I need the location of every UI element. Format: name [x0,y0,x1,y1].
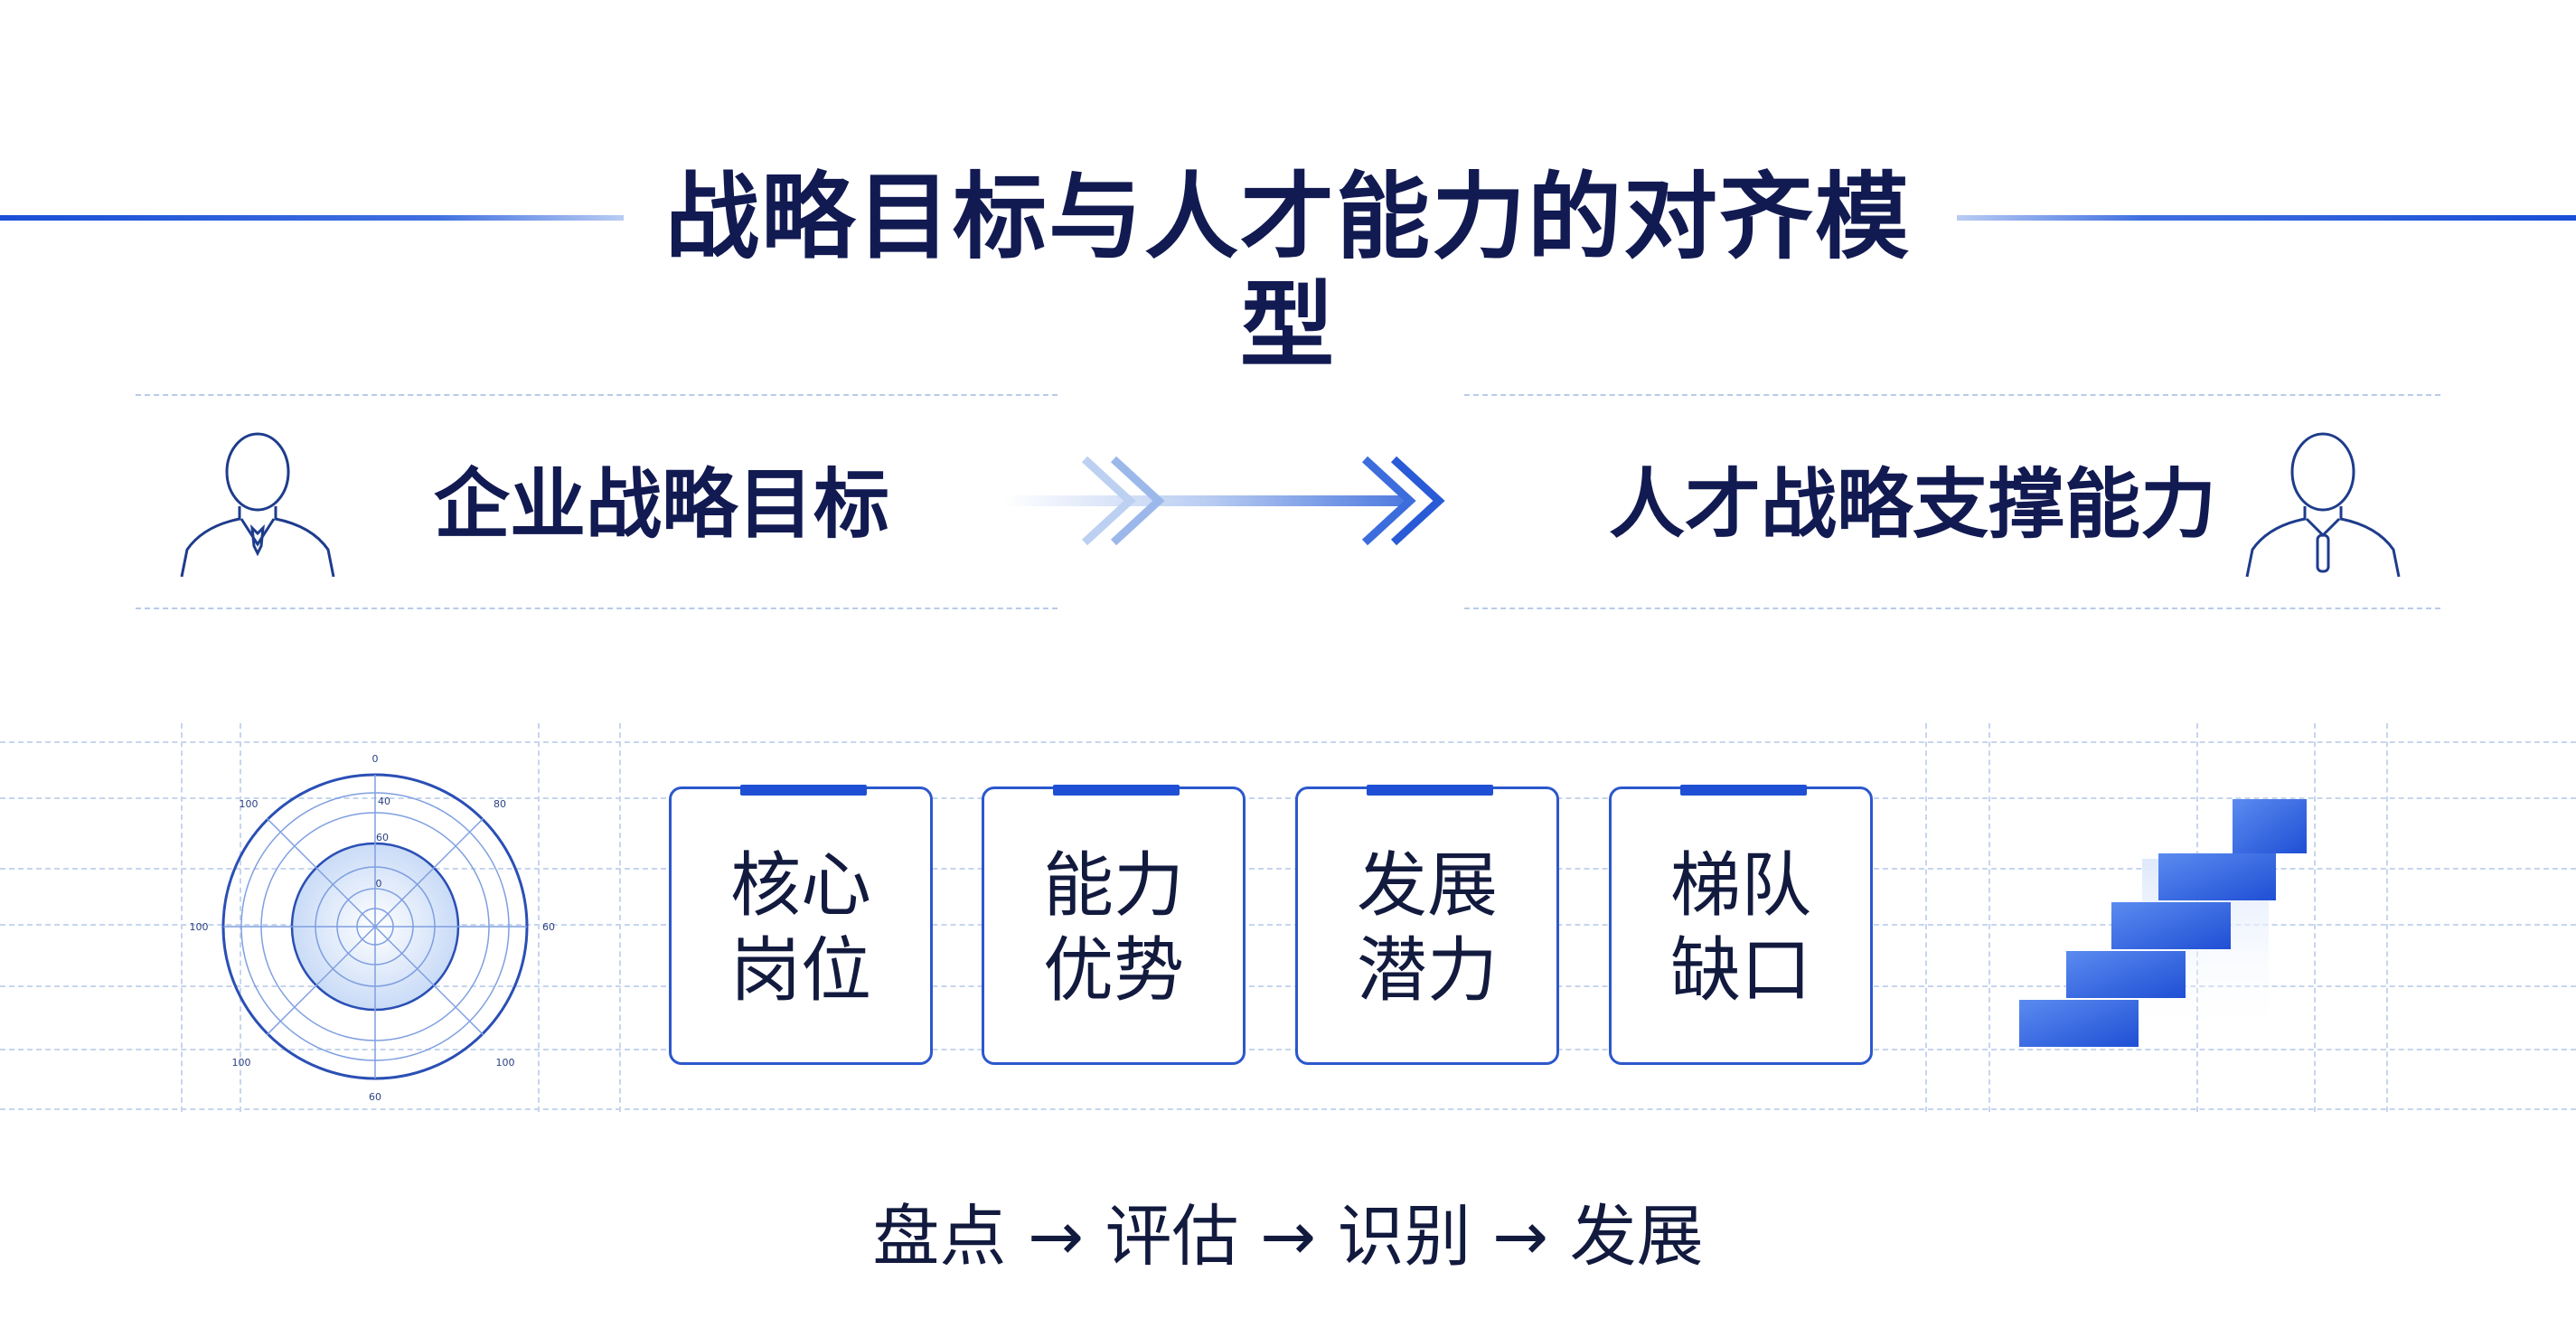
card-accent-bar [1367,785,1493,796]
card-line1: 能力 [1042,845,1184,927]
radar-tick-label: 0 [376,878,382,890]
process-flow: 盘点 → 评估 → 识别 → 发展 [872,1198,1704,1276]
radar-tick-label: 80 [494,798,506,810]
card-line2: 优势 [1042,930,1184,1012]
radar-tick-label: 60 [542,921,555,933]
title-rule-right [1957,215,2576,221]
grid-line [0,1049,2576,1050]
card-line1: 核心 [729,845,871,927]
header-guide-right-top [1464,394,2440,396]
grid-line [1988,723,1990,1112]
card-development-potential: 发展 潜力 [1295,785,1559,1065]
card-line2: 岗位 [729,930,871,1012]
double-chevron-arrow-icon [1003,456,1445,546]
radar-tick-label: 60 [376,832,389,843]
grid-line [0,741,2576,743]
grid-line [2314,723,2316,1112]
grid-line [0,924,2576,926]
radar-tick-label: 100 [232,1057,251,1069]
card-line2: 潜力 [1356,930,1498,1012]
card-core-positions: 核心 岗位 [669,785,933,1065]
grid-line [619,723,621,1112]
staircase-icon [2019,799,2307,1047]
page-title: 战略目标与人才能力的对齐模型 [664,162,1911,381]
card-line1: 梯队 [1669,845,1811,927]
grid-line [181,723,183,1112]
grid-line [1925,723,1927,1112]
card-accent-bar [1680,785,1807,796]
header-guide-left-top [136,394,1058,396]
card-pipeline-gap: 梯队 缺口 [1609,785,1873,1065]
header-guide-right-bottom [1464,607,2440,609]
radar-tick-label: 40 [378,796,390,807]
radar-tick-label: 100 [240,798,259,810]
left-header-label: 企业战略目标 [434,460,890,549]
grid-line [0,797,2576,799]
grid-line [0,1108,2576,1110]
radar-tick-label: 0 [372,753,379,765]
radar-target-icon: 0 40 60 100 80 100 60 0 100 100 60 [190,753,556,1103]
header-guide-left-bottom [136,607,1058,609]
radar-tick-label: 100 [496,1057,515,1069]
card-line1: 发展 [1356,845,1498,927]
person-presenter-icon [2245,432,2401,578]
card-line2: 缺口 [1669,930,1811,1012]
right-header-label: 人才战略支撑能力 [1609,460,2217,549]
grid-line [2386,723,2388,1112]
grid-line [0,985,2576,987]
radar-tick-label: 100 [190,921,209,933]
person-tie-icon [180,432,335,578]
card-ability-strengths: 能力 优势 [982,785,1246,1065]
title-rule-left [0,215,624,221]
grid-line [538,723,540,1112]
grid-line [0,868,2576,870]
card-accent-bar [740,785,867,796]
grid-line [240,723,241,1112]
radar-tick-label: 60 [369,1091,381,1103]
card-accent-bar [1053,785,1180,796]
